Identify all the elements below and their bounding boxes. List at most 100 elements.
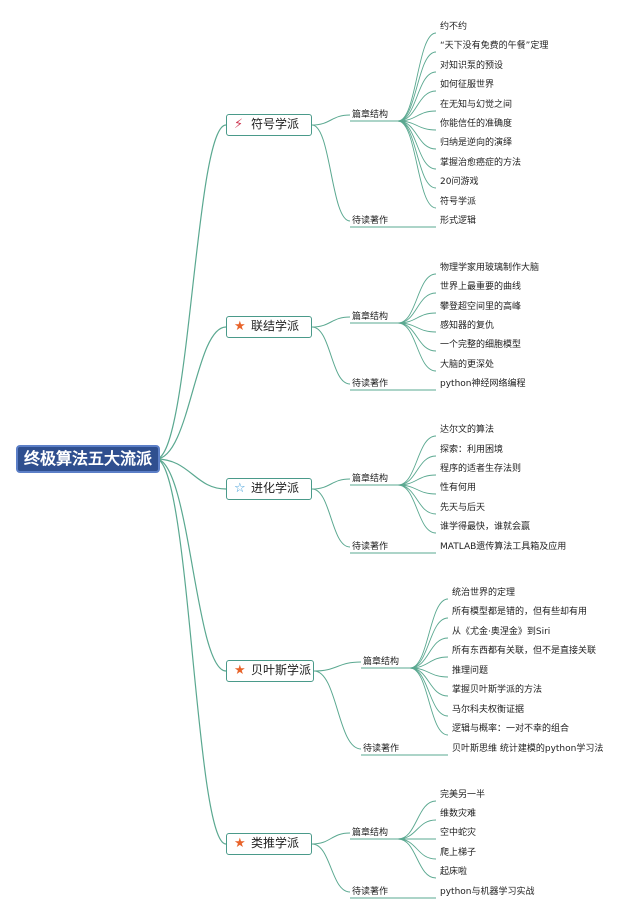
chapter-item[interactable]: 爬上梯子 xyxy=(440,848,477,858)
school-label: 贝叶斯学派 xyxy=(251,663,312,677)
connector-curve xyxy=(409,667,449,717)
connector-curve xyxy=(397,819,437,840)
structure-label: 篇章结构 xyxy=(352,474,389,484)
connector-curve xyxy=(155,458,227,845)
chapter-item[interactable]: 所有东西都有关联，但不是直接关联 xyxy=(452,646,597,656)
connector-curve xyxy=(397,110,437,122)
school-label: 联结学派 xyxy=(251,319,300,333)
chapter-item[interactable]: 大脑的更深处 xyxy=(440,360,495,370)
connector-curve xyxy=(397,312,437,324)
connector-curve xyxy=(397,51,437,122)
school-label: 符号学派 xyxy=(251,117,300,131)
school-node-evolutionaries[interactable]: ☆ 进化学派 xyxy=(226,478,312,500)
connector-curve xyxy=(155,326,227,460)
chapter-item[interactable]: 如何征服世界 xyxy=(440,80,495,90)
reading-item[interactable]: 形式逻辑 xyxy=(440,216,477,226)
structure-label: 篇章结构 xyxy=(352,312,389,322)
connector-curve xyxy=(397,838,437,879)
chapter-item[interactable]: 感知器的复仇 xyxy=(440,321,495,331)
chapter-item[interactable]: 起床啦 xyxy=(440,867,468,877)
chapter-item[interactable]: 掌握贝叶斯学派的方法 xyxy=(452,685,543,695)
connector-curve xyxy=(397,71,437,122)
chapter-item[interactable]: 性有何用 xyxy=(440,483,477,493)
connector-curve xyxy=(409,617,449,669)
school-label: 类推学派 xyxy=(251,836,300,850)
structure-label: 篇章结构 xyxy=(352,828,389,838)
chapter-item[interactable]: 世界上最重要的曲线 xyxy=(440,282,522,292)
chapter-item[interactable]: 从《尤金·奥涅金》到Siri xyxy=(452,627,551,637)
reading-item[interactable]: python神经网络编程 xyxy=(440,379,526,389)
school-node-symbolists[interactable]: ⚡ 符号学派 xyxy=(226,114,312,136)
chapter-item[interactable]: 探索：利用困境 xyxy=(440,445,504,455)
connector-curve xyxy=(313,661,362,672)
reading-label: 待读著作 xyxy=(352,887,389,897)
school-node-analogizers[interactable]: ★ 类推学派 xyxy=(226,833,312,855)
connector-curve xyxy=(155,458,227,672)
reading-item[interactable]: python与机器学习实战 xyxy=(440,887,535,897)
chapter-item[interactable]: 掌握治愈癌症的方法 xyxy=(440,158,522,168)
structure-label: 篇章结构 xyxy=(363,657,400,667)
chapter-item[interactable]: 程序的适者生存法则 xyxy=(440,464,522,474)
connector-curve xyxy=(397,120,437,189)
chapter-item[interactable]: 空中蛇灾 xyxy=(440,828,477,838)
chapter-item[interactable]: 维数灾难 xyxy=(440,809,477,819)
connector-curve xyxy=(155,458,227,490)
chapter-item[interactable]: 推理问题 xyxy=(452,666,489,676)
chapter-item[interactable]: 攀登超空间里的高峰 xyxy=(440,302,522,312)
connector-curve xyxy=(311,114,351,126)
chapter-item[interactable]: 马尔科夫权衡证据 xyxy=(452,705,525,715)
chapter-item[interactable]: 约不约 xyxy=(440,22,468,32)
reading-label: 待读著作 xyxy=(352,542,389,552)
star-outline-icon: ☆ xyxy=(234,481,246,496)
connector-curve xyxy=(409,667,449,736)
star-icon: ★ xyxy=(234,836,246,851)
connector-curve xyxy=(397,90,437,122)
chapter-item[interactable]: 你能信任的准确度 xyxy=(440,119,513,129)
chapter-item[interactable]: 物理学家用玻璃制作大脑 xyxy=(440,263,540,273)
school-node-connectionists[interactable]: ★ 联结学派 xyxy=(226,316,312,338)
connector-curve xyxy=(397,322,437,372)
chapter-item[interactable]: 20问游戏 xyxy=(440,177,479,187)
reading-label: 待读著作 xyxy=(363,744,400,754)
school-label: 进化学派 xyxy=(251,481,300,495)
connector-curve xyxy=(311,316,351,328)
connector-curve xyxy=(311,326,351,385)
chapter-item[interactable]: 一个完整的细胞模型 xyxy=(440,340,522,350)
connector-curve xyxy=(397,484,437,534)
star-icon: ★ xyxy=(234,319,246,334)
chapter-item[interactable]: 对知识泵的预设 xyxy=(440,61,504,71)
chapter-item[interactable]: “天下没有免费的午餐”定理 xyxy=(440,41,549,51)
connector-curve xyxy=(155,124,227,460)
root-topic[interactable]: 终极算法五大流派 xyxy=(16,445,160,473)
wand-icon: ⚡ xyxy=(234,117,244,132)
connector-curve xyxy=(409,656,449,669)
connector-curve xyxy=(409,637,449,669)
chapter-item[interactable]: 达尔文的算法 xyxy=(440,425,495,435)
connector-curve xyxy=(409,598,449,669)
connector-curve xyxy=(397,838,437,860)
reading-item[interactable]: 贝叶斯思维 统计建模的python学习法 xyxy=(452,744,604,754)
chapter-item[interactable]: 先天与后天 xyxy=(440,503,486,513)
chapter-item[interactable]: 完美另一半 xyxy=(440,790,486,800)
connector-curve xyxy=(311,478,351,490)
connector-curve xyxy=(397,120,437,209)
connector-curve xyxy=(311,832,351,845)
reading-item[interactable]: MATLAB遗传算法工具箱及应用 xyxy=(440,542,567,552)
connector-curve xyxy=(313,670,362,750)
chapter-item[interactable]: 逻辑与概率：一对不幸的组合 xyxy=(452,724,570,734)
school-node-bayesians[interactable]: ★ 贝叶斯学派 xyxy=(226,660,314,682)
chapter-item[interactable]: 符号学派 xyxy=(440,197,477,207)
chapter-item[interactable]: 归纳是逆向的演绎 xyxy=(440,138,513,148)
chapter-item[interactable]: 所有模型都是错的，但有些却有用 xyxy=(452,607,588,617)
connector-curve xyxy=(397,800,437,840)
chapter-item[interactable]: 谁学得最快，谁就会赢 xyxy=(440,522,531,532)
connector-curve xyxy=(311,843,351,893)
connector-curve xyxy=(397,273,437,324)
reading-label: 待读著作 xyxy=(352,216,389,226)
structure-label: 篇章结构 xyxy=(352,110,389,120)
connector-curve xyxy=(311,124,351,222)
chapter-item[interactable]: 在无知与幻觉之间 xyxy=(440,100,513,110)
chapter-item[interactable]: 统治世界的定理 xyxy=(452,588,516,598)
star-icon: ★ xyxy=(234,663,246,678)
